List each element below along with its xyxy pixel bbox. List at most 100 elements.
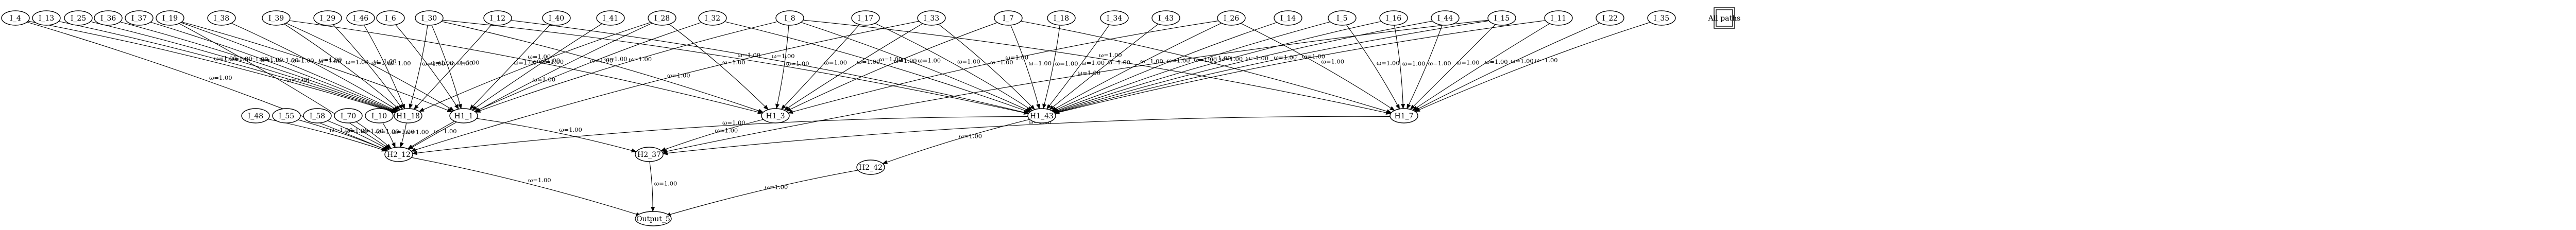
edge-line — [1010, 25, 1040, 110]
edge-line — [181, 22, 398, 112]
edge-I_44-to-H1_43: ω=1.00 — [1054, 21, 1433, 114]
node-label: I_10 — [371, 112, 387, 120]
edge-line — [801, 22, 1031, 112]
node-ellipse — [272, 108, 301, 123]
node-ellipse — [125, 10, 154, 26]
edge-I_12-to-H1_43: ω=1.00 — [511, 20, 1029, 115]
edge-weight-label: ω=1.00 — [392, 128, 415, 135]
edge-line — [284, 24, 401, 111]
edge-weight-label: ω=1.00 — [1402, 60, 1426, 67]
node-ellipse — [635, 147, 664, 162]
edge-line — [1053, 21, 1382, 113]
edge-I_41-to-H1_1: ω=1.00 — [471, 23, 602, 111]
node-i-37: I_37 — [125, 10, 154, 26]
node-h1-43: H1_43 — [1027, 108, 1056, 123]
edge-weight-label: ω=1.00 — [1302, 53, 1326, 60]
edge-line — [474, 22, 702, 112]
edge-line — [1052, 22, 1277, 112]
edge-line — [787, 20, 1219, 114]
node-i-55: I_55 — [272, 108, 301, 123]
node-ellipse — [635, 211, 672, 226]
edge-line — [90, 21, 397, 113]
node-ellipse — [994, 10, 1023, 26]
edge-weight-label: ω=1.00 — [209, 74, 232, 81]
edge-weight-label: ω=1.00 — [541, 58, 564, 65]
edge-line — [662, 20, 1489, 153]
edge-line — [231, 23, 399, 111]
node-ellipse — [1487, 10, 1516, 26]
node-ellipse — [1328, 10, 1357, 26]
node-label: I_8 — [784, 14, 795, 23]
node-label: I_55 — [279, 112, 294, 120]
edge-I_43-to-H1_43: ω=1.00 — [1049, 24, 1159, 110]
node-label: I_33 — [924, 14, 939, 23]
edge-I_58-to-H2_12: ω=1.00 — [327, 120, 389, 150]
edge-weight-label: ω=1.00 — [1081, 59, 1105, 66]
edge-weight-label: ω=1.00 — [765, 183, 788, 190]
node-ellipse — [1, 10, 30, 26]
node-ellipse — [1100, 10, 1129, 26]
edge-line — [408, 23, 653, 150]
node-h2-37: H2_37 — [635, 147, 664, 162]
edge-I_30-to-H1_43: ω=1.00 — [442, 20, 1029, 115]
edge-weight-label: ω=1.00 — [514, 59, 537, 66]
edge-weight-label: ω=1.00 — [422, 60, 445, 67]
node-ellipse — [207, 10, 236, 26]
node-label: I_44 — [1437, 14, 1453, 23]
edge-I_8-to-H1_3: ω=1.00 — [775, 25, 809, 109]
edge-weight-label: ω=1.00 — [894, 57, 917, 64]
node-ellipse — [542, 10, 571, 26]
edge-I_5-to-H1_43: ω=1.00 — [1053, 21, 1331, 113]
edge-weight-label: ω=1.00 — [456, 59, 480, 66]
edge-I_40-to-H1_1: ω=1.00 — [469, 24, 551, 110]
edge-weight-label: ω=1.00 — [1428, 60, 1451, 67]
node-i-46: I_46 — [346, 10, 375, 26]
node-label: H1_1 — [454, 112, 473, 120]
node-i-41: I_41 — [596, 10, 625, 26]
edge-line — [803, 20, 1392, 115]
edge-line — [660, 119, 764, 151]
node-ellipse — [94, 10, 123, 26]
edge-I_17-to-H1_3: ω=1.00 — [781, 24, 860, 110]
edge-line — [28, 21, 396, 114]
edge-line — [1240, 23, 1395, 111]
node-all-paths: All paths — [1708, 7, 1740, 29]
edge-I_7-to-H1_3: ω=1.00 — [786, 22, 998, 112]
edge-I_14-to-H1_43: ω=1.00 — [1052, 22, 1277, 112]
node-i-12: I_12 — [483, 10, 512, 26]
node-ellipse — [262, 10, 291, 26]
edge-I_44-to-H1_7: ω=1.00 — [1406, 25, 1451, 110]
edge-weight-label: ω=1.00 — [374, 58, 397, 65]
edge-line — [289, 20, 763, 114]
node-i-32: I_32 — [698, 10, 727, 26]
edge-weight-label: ω=1.00 — [361, 128, 384, 135]
edge-I_28-to-H1_3: ω=1.00 — [669, 24, 769, 110]
edge-I_15-to-H1_43: ω=1.00 — [1054, 20, 1489, 114]
node-ellipse — [1151, 10, 1180, 26]
edge-weight-label: ω=1.00 — [371, 59, 395, 66]
node-ellipse — [1647, 10, 1676, 26]
node-i-19: I_19 — [156, 10, 184, 26]
edge-weight-label: ω=1.00 — [1055, 60, 1078, 67]
node-i-22: I_22 — [1596, 10, 1624, 26]
node-label: I_43 — [1158, 14, 1174, 23]
edge-I_55-to-H2_12: ω=1.00 — [298, 119, 388, 151]
edge-line — [475, 21, 778, 113]
edge-line — [469, 24, 551, 110]
node-i-34: I_34 — [1100, 10, 1129, 26]
edge-weight-label: ω=1.00 — [990, 59, 1013, 66]
edge-weight-label: ω=1.00 — [1377, 60, 1400, 67]
edge-weight-label: ω=1.00 — [590, 57, 614, 64]
edge-line — [407, 121, 455, 149]
edge-line — [395, 24, 459, 110]
edge-I_29-to-H1_18: ω=1.00 — [333, 24, 403, 110]
edge-I_28-to-H2_12: ω=1.00 — [408, 23, 653, 150]
node-h1-3: H1_3 — [761, 108, 790, 123]
edge-I_18-to-H1_43: ω=1.00 — [1042, 25, 1078, 110]
edge-weight-label: ω=1.00 — [604, 56, 628, 63]
edge-line — [784, 23, 923, 111]
edge-weight-label: ω=1.00 — [1535, 57, 1558, 64]
edge-weight-label: ω=1.00 — [245, 56, 268, 63]
node-label: H2_12 — [387, 151, 411, 159]
